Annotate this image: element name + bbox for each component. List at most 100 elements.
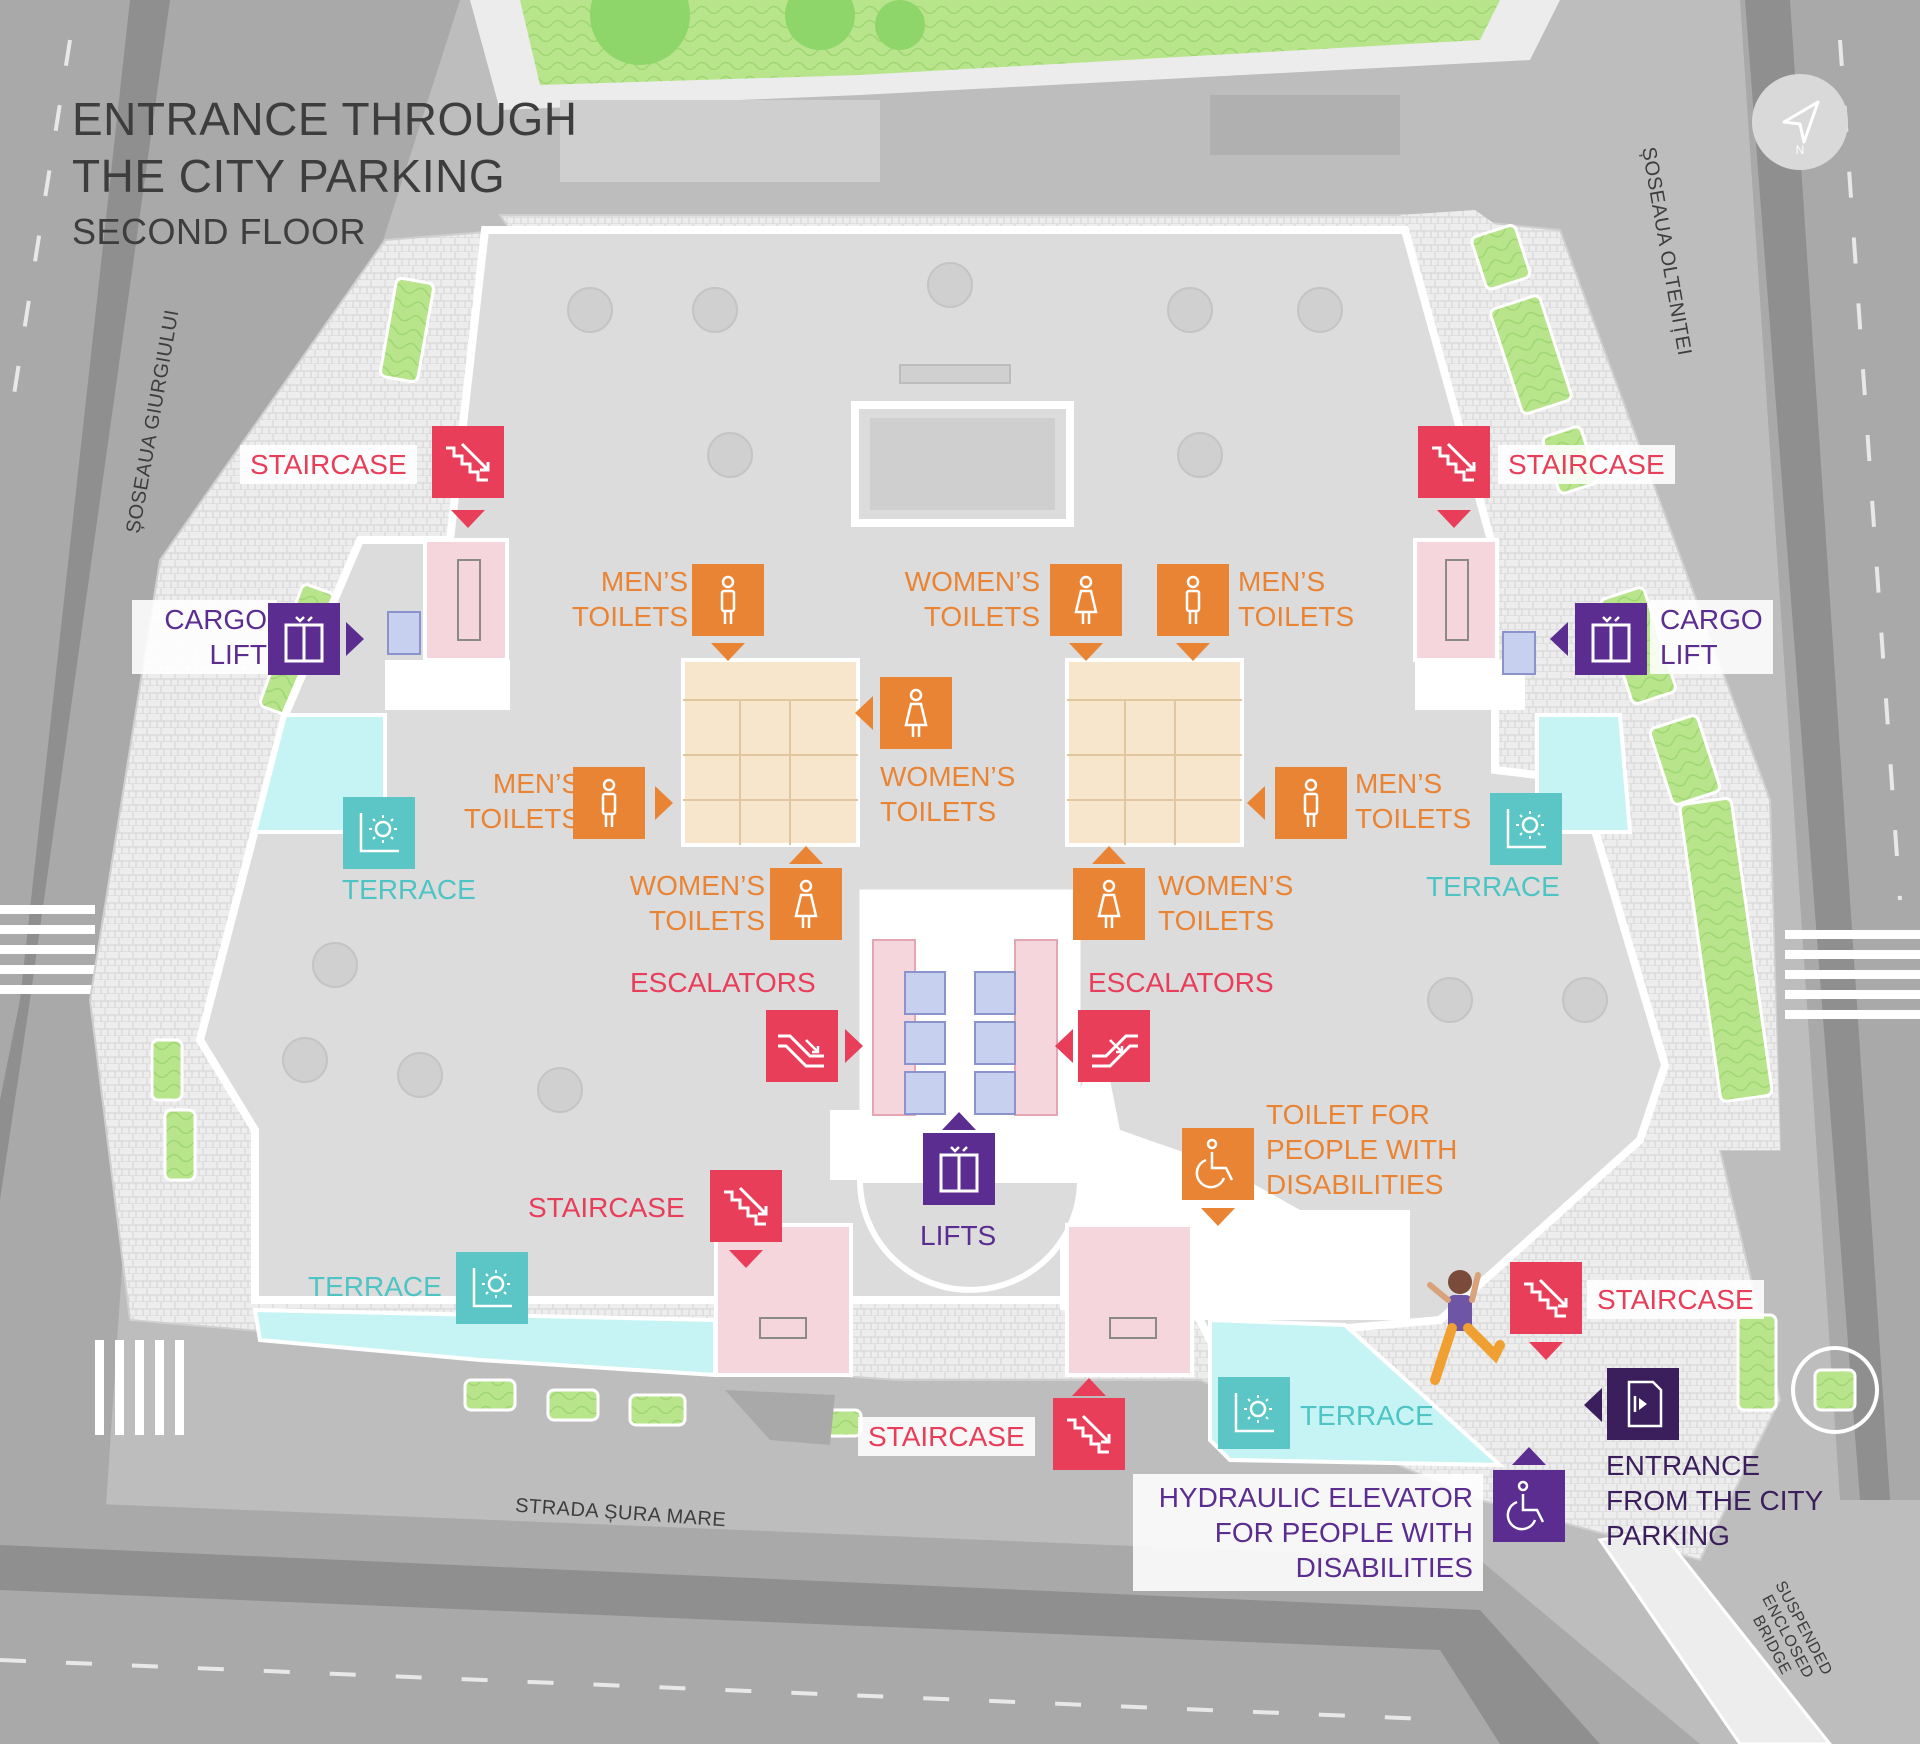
staircase-pointer-s — [1072, 1378, 1106, 1396]
escalators-pointer-w — [845, 1029, 863, 1063]
womens-toilets-pointer-1 — [855, 696, 873, 730]
cargo-lift-pointer-e — [1550, 622, 1568, 656]
woman-icon[interactable] — [1073, 868, 1145, 940]
womens-toilets-label-1-line-2: TOILETS — [880, 796, 997, 827]
compass-icon: N — [1752, 74, 1848, 170]
mens-toilets-label-4: MEN’S TOILETS — [1345, 764, 1481, 838]
cargo-lift-pointer-w — [346, 622, 364, 656]
terrace-icon[interactable] — [1490, 793, 1562, 865]
womens-toilets-label-3: WOMEN’S TOILETS — [870, 562, 1050, 636]
woman-icon[interactable] — [1050, 564, 1122, 636]
escalators-label-w: ESCALATORS — [630, 967, 816, 998]
man-icon[interactable] — [692, 564, 764, 636]
man-icon[interactable] — [1157, 564, 1229, 636]
cargo-lift-label-e-line-1: CARGO — [1660, 604, 1763, 635]
woman-icon[interactable] — [880, 677, 952, 749]
terrace-label-w: TERRACE — [342, 874, 476, 905]
staircase-label-nw: STAIRCASE — [240, 445, 417, 484]
disabled-toilet-pointer — [1201, 1208, 1235, 1226]
womens-toilets-label-2: WOMEN’S TOILETS — [600, 866, 775, 940]
womens-toilets-pointer-4 — [1092, 846, 1126, 864]
escalators-pointer-e — [1055, 1029, 1073, 1063]
floor-subtitle: SECOND FLOOR — [72, 211, 367, 252]
disabled-toilet-label: TOILET FOR PEOPLE WITH DISABILITIES — [1256, 1095, 1467, 1204]
cargo-lift-label-w: CARGO LIFT — [132, 600, 277, 674]
staircase-pointer-ne — [1437, 510, 1471, 528]
wheelchair-icon[interactable] — [1182, 1128, 1254, 1200]
mens-toilets-label-2-line-1: MEN’S — [492, 768, 580, 799]
hydraulic-elevator-label-line-1: HYDRAULIC ELEVATOR — [1158, 1482, 1473, 1513]
terrace-label-e: TERRACE — [1426, 871, 1560, 902]
lifts-label: LIFTS — [920, 1220, 997, 1251]
svg-text:N: N — [1796, 143, 1805, 157]
womens-toilets-label-1-line-1: WOMEN’S — [880, 761, 1016, 792]
wheelchair-icon[interactable] — [1493, 1470, 1565, 1542]
hydraulic-elevator-label-line-2: FOR PEOPLE WITH — [1214, 1517, 1473, 1548]
staircase-icon[interactable] — [1510, 1262, 1582, 1334]
visitor-figure — [1427, 1270, 1505, 1385]
cargo-lift-icon[interactable] — [1575, 603, 1647, 675]
staircase-icon[interactable] — [1418, 426, 1490, 498]
mens-toilets-label-4-line-1: MEN’S — [1355, 768, 1443, 799]
woman-icon[interactable] — [770, 868, 842, 940]
womens-toilets-label-3-line-1: WOMEN’S — [904, 566, 1040, 597]
staircase-icon[interactable] — [710, 1170, 782, 1242]
womens-toilets-label-4-line-2: TOILETS — [1158, 905, 1275, 936]
mens-toilets-pointer-3 — [1176, 643, 1210, 661]
cargo-lift-icon[interactable] — [268, 603, 340, 675]
terrace-label-sw: TERRACE — [308, 1271, 442, 1302]
mens-toilets-pointer-4 — [1247, 786, 1265, 820]
terrace-icon[interactable] — [456, 1252, 528, 1324]
escalators-label-e: ESCALATORS — [1088, 967, 1274, 998]
hydraulic-elevator-label-line-3: DISABILITIES — [1295, 1552, 1473, 1583]
womens-toilets-label-4: WOMEN’S TOILETS — [1148, 866, 1303, 940]
staircase-pointer-se — [1529, 1342, 1563, 1360]
womens-toilets-label-2-line-1: WOMEN’S — [629, 870, 765, 901]
hydraulic-elevator-pointer — [1512, 1447, 1546, 1465]
entrance-pointer — [1584, 1388, 1602, 1422]
mens-toilets-label-1: MEN’S TOILETS — [548, 562, 698, 636]
staircase-label-sw: STAIRCASE — [528, 1192, 685, 1223]
man-icon[interactable] — [573, 767, 645, 839]
disabled-toilet-label-line-3: DISABILITIES — [1266, 1169, 1444, 1200]
mens-toilets-label-3-line-1: MEN’S — [1238, 566, 1326, 597]
staircase-label-ne: STAIRCASE — [1498, 445, 1675, 484]
mens-toilets-label-2: MEN’S TOILETS — [430, 764, 590, 838]
hydraulic-elevator-label: HYDRAULIC ELEVATOR FOR PEOPLE WITH DISAB… — [1133, 1474, 1483, 1591]
mens-toilets-pointer-2 — [655, 786, 673, 820]
mens-toilets-label-4-line-2: TOILETS — [1355, 803, 1472, 834]
mens-toilets-pointer-1 — [711, 643, 745, 661]
mens-toilets-label-3: MEN’S TOILETS — [1228, 562, 1364, 636]
womens-toilets-label-3-line-2: TOILETS — [923, 601, 1040, 632]
cargo-lift-label-w-line-2: LIFT — [209, 639, 267, 670]
escalator-icon[interactable] — [766, 1010, 838, 1082]
cargo-lift-label-e: CARGO LIFT — [1650, 600, 1773, 674]
staircase-icon[interactable] — [1053, 1398, 1125, 1470]
womens-toilets-pointer-3 — [1069, 643, 1103, 661]
disabled-toilet-label-line-2: PEOPLE WITH — [1266, 1134, 1458, 1165]
womens-toilets-label-1: WOMEN’S TOILETS — [870, 757, 1025, 831]
entrance-label-line-2: FROM THE CITY — [1606, 1485, 1824, 1516]
cargo-lift-label-e-line-2: LIFT — [1660, 639, 1718, 670]
staircase-label-s: STAIRCASE — [858, 1417, 1035, 1456]
staircase-pointer-sw — [729, 1250, 763, 1268]
terrace-icon[interactable] — [1218, 1377, 1290, 1449]
disabled-toilet-label-line-1: TOILET FOR — [1266, 1099, 1430, 1130]
entrance-door-icon[interactable] — [1607, 1368, 1679, 1440]
map-title-line-2: THE CITY PARKING — [72, 150, 506, 202]
staircase-label-se: STAIRCASE — [1587, 1280, 1764, 1319]
man-icon[interactable] — [1275, 767, 1347, 839]
staircase-pointer-nw — [451, 510, 485, 528]
mens-toilets-label-3-line-2: TOILETS — [1238, 601, 1355, 632]
staircase-icon[interactable] — [432, 426, 504, 498]
terrace-label-se: TERRACE — [1300, 1400, 1434, 1431]
terrace-icon[interactable] — [343, 797, 415, 869]
lift-icon[interactable] — [923, 1133, 995, 1205]
entrance-label-line-3: PARKING — [1606, 1520, 1730, 1551]
mens-toilets-label-1-line-2: TOILETS — [571, 601, 688, 632]
mens-toilets-label-2-line-2: TOILETS — [463, 803, 580, 834]
map-title-line-1: ENTRANCE THROUGH — [72, 93, 578, 145]
escalator-icon[interactable] — [1078, 1010, 1150, 1082]
